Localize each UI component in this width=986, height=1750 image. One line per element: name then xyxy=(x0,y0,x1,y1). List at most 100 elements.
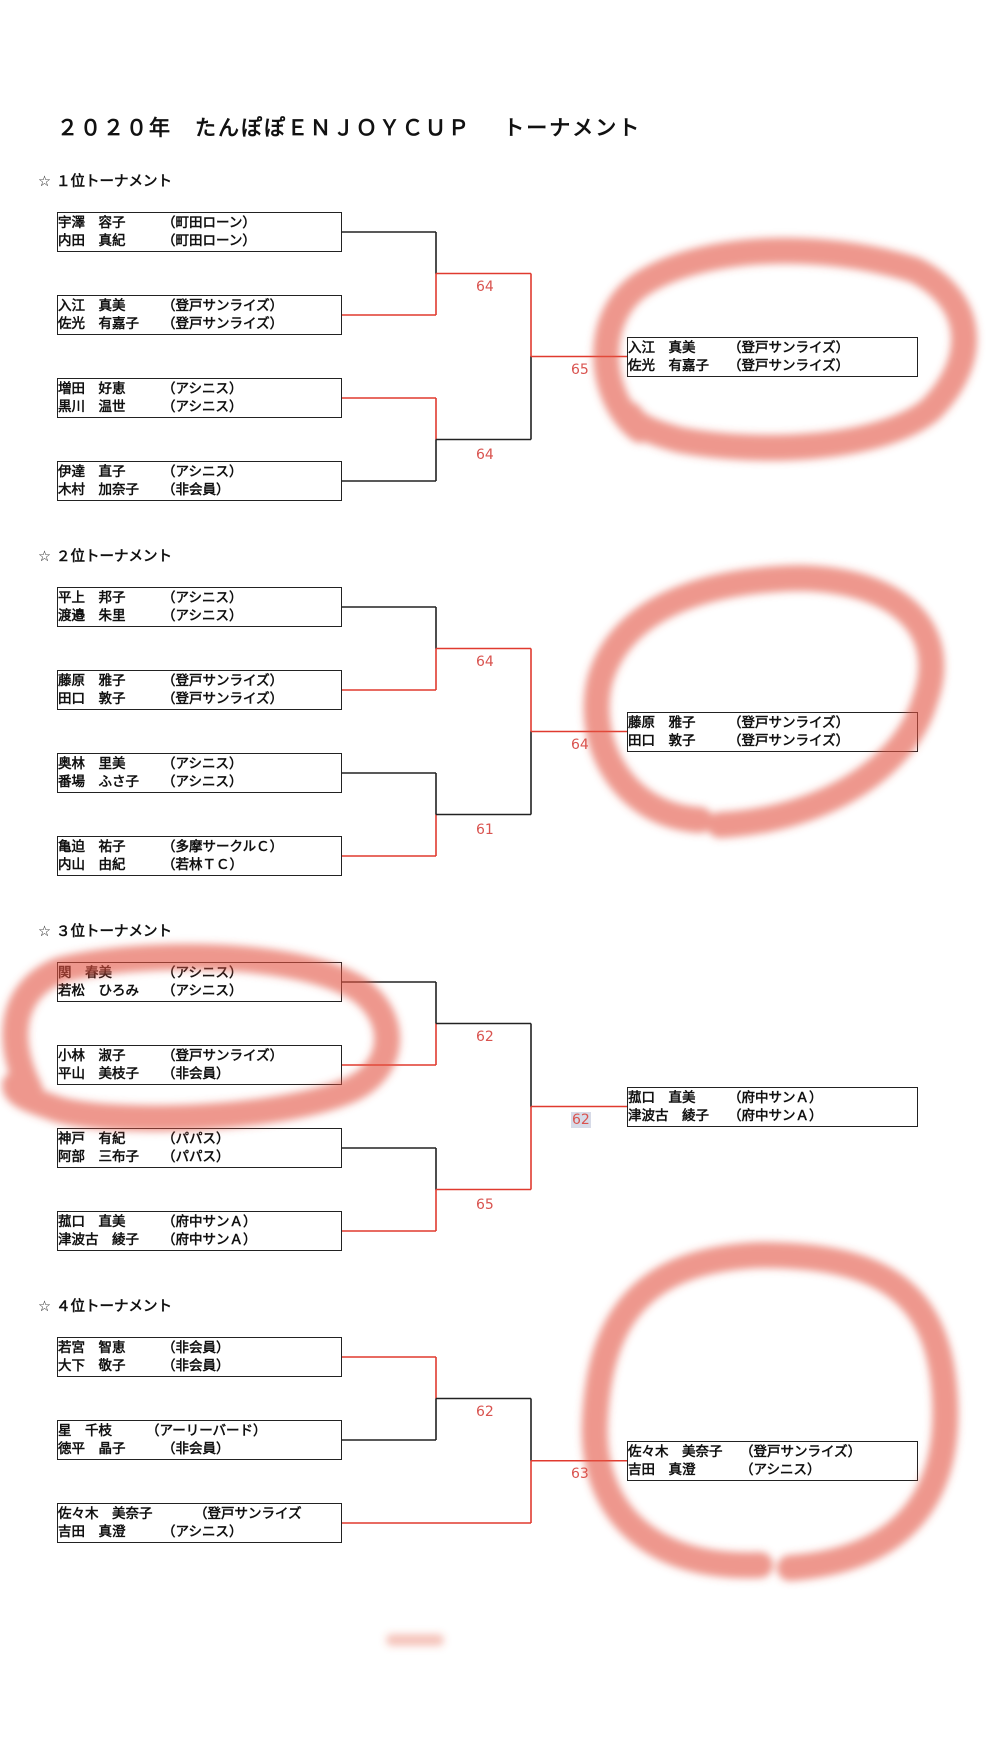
player-team: （登戸サンライズ） xyxy=(162,1048,284,1064)
player-name: 内田 真紀 xyxy=(58,233,126,249)
player-name: 神戸 有紀 xyxy=(58,1131,126,1147)
player-name: 平上 邦子 xyxy=(58,590,126,606)
entry-box: 増田 好恵（アシニス） 黒川 温世（アシニス） xyxy=(57,378,342,418)
player-team: （アシニス） xyxy=(162,464,243,480)
score-label: 65 xyxy=(476,1197,494,1213)
player-team: （アシニス） xyxy=(162,965,243,981)
player-team: （非会員） xyxy=(162,1441,230,1457)
entry-box: 関 春美 （アシニス） 若松 ひろみ （アシニス） xyxy=(57,962,342,1002)
player-team: （登戸サンライズ） xyxy=(728,733,850,749)
player-name: 伊達 直子 xyxy=(58,464,126,480)
player-team: （非会員） xyxy=(162,1066,230,1082)
player-team: （多摩サークルＣ） xyxy=(162,839,284,855)
entry-box: 入江 真美 （登戸サンライズ） 佐光 有嘉子 （登戸サンライズ） xyxy=(57,295,342,335)
entry-box: 伊達 直子 （アシニス） 木村 加奈子 （非会員） xyxy=(57,461,342,501)
player-name: 番場 ふさ子 xyxy=(58,774,139,790)
player-name: 田口 敦子 xyxy=(58,691,126,707)
player-team: （アシニス） xyxy=(162,590,243,606)
player-team: （アシニス） xyxy=(162,381,243,397)
player-name: 藤原 雅子 xyxy=(628,715,696,731)
player-name: 若松 ひろみ xyxy=(58,983,139,999)
winner-box: 佐々木 美奈子 （登戸サンライズ） 吉田 真澄 （アシニス） xyxy=(627,1441,918,1481)
player-name: 奥林 里美 xyxy=(58,756,126,772)
player-team: （登戸サンライズ） xyxy=(728,340,850,356)
score-label: 64 xyxy=(476,447,494,463)
score-label: 62 xyxy=(476,1029,494,1045)
entry-box: 佐々木 美奈子（登戸サンライズ 吉田 真澄（アシニス） xyxy=(57,1503,342,1543)
winner-box: 入江 真美 （登戸サンライズ） 佐光 有嘉子 （登戸サンライズ） xyxy=(627,337,918,377)
score-label: 61 xyxy=(476,822,494,838)
player-team: （アシニス） xyxy=(162,774,243,790)
player-name: 木村 加奈子 xyxy=(58,482,139,498)
score-label: 64 xyxy=(476,279,494,295)
player-name: 若宮 智恵 xyxy=(58,1340,126,1356)
player-team: （非会員） xyxy=(162,482,230,498)
score-label: 62 xyxy=(476,1404,494,1420)
player-team: （町田ローン） xyxy=(162,233,256,249)
player-name: 宇澤 容子 xyxy=(58,215,126,231)
player-team: （登戸サンライズ） xyxy=(728,358,850,374)
section-heading-2: ☆ ２位トーナメント xyxy=(38,549,173,565)
section-heading-3: ☆ ３位トーナメント xyxy=(38,924,173,940)
player-team: （アシニス） xyxy=(162,399,243,415)
player-name: 星 千枝 xyxy=(58,1423,112,1439)
player-name: 関 春美 xyxy=(58,965,112,981)
player-name: 徳平 晶子 xyxy=(58,1441,126,1457)
player-name: 渡邉 朱里 xyxy=(58,608,126,624)
player-name: 菰口 直美 xyxy=(58,1214,126,1230)
player-team: （登戸サンライズ） xyxy=(162,673,284,689)
player-name: 亀迫 祐子 xyxy=(58,839,126,855)
section-heading-4: ☆ ４位トーナメント xyxy=(38,1299,173,1315)
entry-box: 平上 邦子 （アシニス） 渡邉 朱里 （アシニス） xyxy=(57,587,342,627)
entry-box: 亀迫 祐子 （多摩サークルＣ） 内山 由紀 （若林ＴＣ） xyxy=(57,836,342,876)
player-team: （アシニス） xyxy=(162,608,243,624)
player-name: 佐光 有嘉子 xyxy=(58,316,139,332)
player-name: 藤原 雅子 xyxy=(58,673,126,689)
player-team: （府中サンＡ） xyxy=(728,1090,823,1106)
player-name: 増田 好恵 xyxy=(58,381,126,397)
player-name: 津波古 綾子 xyxy=(58,1232,139,1248)
player-name: 佐々木 美奈子 xyxy=(628,1444,723,1460)
player-team: （非会員） xyxy=(162,1340,230,1356)
player-team: （アシニス） xyxy=(162,1524,243,1540)
winner-box: 菰口 直美（府中サンＡ） 津波古 綾子（府中サンＡ） xyxy=(627,1087,918,1127)
player-name: 佐光 有嘉子 xyxy=(628,358,709,374)
score-label: 64 xyxy=(571,737,589,753)
entry-box: 宇澤 容子（町田ローン） 内田 真紀（町田ローン） xyxy=(57,212,342,252)
entry-box: 若宮 智恵（非会員） 大下 敬子（非会員） xyxy=(57,1337,342,1377)
score-label-highlighted: 62 xyxy=(571,1112,591,1128)
player-name: 吉田 真澄 xyxy=(628,1462,696,1478)
entry-box: 菰口 直美（府中サンＡ） 津波古 綾子（府中サンＡ） xyxy=(57,1211,342,1251)
winner-box: 藤原 雅子 （登戸サンライズ） 田口 敦子 （登戸サンライズ） xyxy=(627,712,918,752)
player-team: （アシニス） xyxy=(162,756,243,772)
player-team: （若林ＴＣ） xyxy=(162,857,243,873)
player-team: （登戸サンライズ） xyxy=(740,1444,862,1460)
player-team: （登戸サンライズ） xyxy=(162,316,284,332)
entry-box: 小林 淑子（登戸サンライズ） 平山 美枝子（非会員） xyxy=(57,1045,342,1085)
player-team: （アシニス） xyxy=(162,983,243,999)
entry-box: 藤原 雅子 （登戸サンライズ） 田口 敦子 （登戸サンライズ） xyxy=(57,670,342,710)
player-team: （府中サンＡ） xyxy=(728,1108,823,1124)
score-label: 63 xyxy=(571,1466,589,1482)
player-name: 小林 淑子 xyxy=(58,1048,126,1064)
player-team: （アシニス） xyxy=(740,1462,821,1478)
player-name: 入江 真美 xyxy=(628,340,696,356)
player-name: 入江 真美 xyxy=(58,298,126,314)
player-name: 田口 敦子 xyxy=(628,733,696,749)
player-name: 吉田 真澄 xyxy=(58,1524,126,1540)
score-label: 64 xyxy=(476,654,494,670)
player-name: 大下 敬子 xyxy=(58,1358,126,1374)
entry-box: 神戸 有紀（パパス） 阿部 三布子（パパス） xyxy=(57,1128,342,1168)
player-team: （パパス） xyxy=(162,1131,230,1147)
player-name: 阿部 三布子 xyxy=(58,1149,139,1165)
player-team: （登戸サンライズ） xyxy=(162,298,284,314)
player-name: 津波古 綾子 xyxy=(628,1108,709,1124)
player-team: （アーリーバード） xyxy=(146,1423,267,1439)
entry-box: 星 千枝 （アーリーバード） 徳平 晶子 （非会員） xyxy=(57,1420,342,1460)
player-name: 内山 由紀 xyxy=(58,857,126,873)
player-team: （登戸サンライズ） xyxy=(162,691,284,707)
section-heading-1: ☆ １位トーナメント xyxy=(38,174,173,190)
player-name: 佐々木 美奈子 xyxy=(58,1506,153,1522)
player-team: （登戸サンライズ） xyxy=(728,715,850,731)
